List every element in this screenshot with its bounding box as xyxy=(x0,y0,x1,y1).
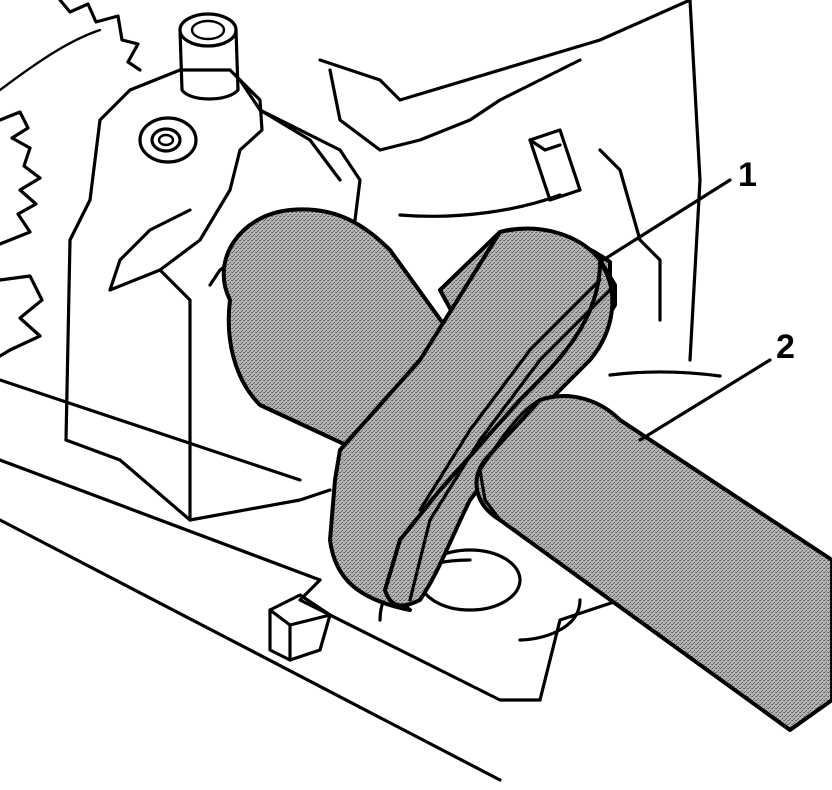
leader-line-2 xyxy=(638,358,772,442)
bolt-hole xyxy=(138,116,198,164)
housing-casting xyxy=(0,0,722,782)
callout-1: 1 xyxy=(738,156,757,194)
callout-leaders xyxy=(598,178,772,442)
tool-handle xyxy=(474,394,832,732)
gear-teeth xyxy=(0,0,142,358)
bracket-block xyxy=(64,68,362,522)
callout-2: 2 xyxy=(776,328,795,366)
tool-collar xyxy=(328,226,617,612)
leader-line-1 xyxy=(598,178,732,264)
stud-pin xyxy=(178,12,240,101)
